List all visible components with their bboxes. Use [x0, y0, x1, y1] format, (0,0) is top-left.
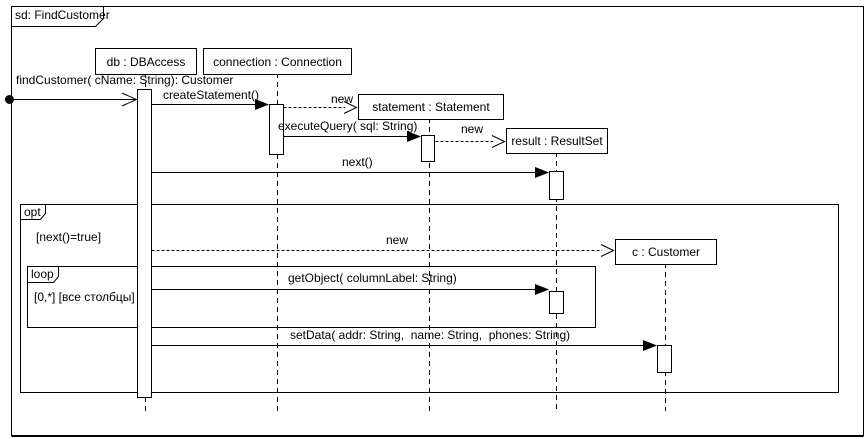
- arrow-new-statement: [283, 101, 358, 114]
- frame-title: sd: FindCustomer: [15, 8, 110, 22]
- lifeline-label-statement: statement : Statement: [372, 100, 490, 114]
- filled-arrowhead: [535, 284, 549, 295]
- loop-operator-label: loop: [31, 267, 54, 281]
- lifeline-head-result: result : ResultSet: [506, 128, 608, 154]
- filled-arrowhead: [535, 167, 549, 178]
- message-label-set-data: setData( addr: String, name: String, pho…: [290, 328, 571, 342]
- loop-fragment-border: [27, 266, 596, 328]
- lifeline-head-connection: connection : Connection: [203, 48, 352, 75]
- activation-db: [137, 89, 152, 398]
- filled-arrowhead: [255, 99, 269, 110]
- opt-operator-tab: [20, 204, 46, 220]
- activation-statement: [421, 135, 435, 162]
- activation-result-1: [549, 171, 564, 200]
- opt-operator-label: opt: [24, 205, 41, 219]
- filled-arrowhead: [407, 131, 421, 142]
- arrow-create-statement: [151, 99, 269, 110]
- activation-connection: [269, 104, 284, 155]
- arrow-new-result: [435, 135, 506, 148]
- activation-c: [657, 345, 672, 373]
- open-arrowhead: [121, 92, 138, 107]
- message-label-get-object: getObject( columnLabel: String): [288, 271, 457, 285]
- filled-arrowhead: [643, 340, 657, 351]
- arrow-next: [151, 167, 549, 178]
- lifeline-label-result: result : ResultSet: [511, 134, 603, 148]
- lifeline-head-c: c : Customer: [615, 239, 717, 265]
- message-label-next: next(): [342, 155, 373, 169]
- arrow-execute-query: [283, 131, 421, 142]
- opt-fragment-border: [20, 204, 839, 393]
- lifeline-label-db: db : DBAccess: [106, 54, 186, 69]
- lifeline-label-c: c : Customer: [631, 245, 700, 259]
- message-label-execute-query: executeQuery( sql: String): [278, 119, 418, 133]
- open-arrowhead: [600, 244, 615, 257]
- sd-frame-tab: [11, 6, 104, 27]
- activation-result-2: [549, 291, 564, 314]
- lifeline-label-connection: connection : Connection: [213, 54, 342, 69]
- lifeline-head-statement: statement : Statement: [358, 94, 504, 120]
- message-arrows: [5, 92, 657, 351]
- activations: [137, 89, 672, 398]
- loop-guard: [0,*] [все столбцы]: [34, 290, 135, 304]
- lifeline-head-db: db : DBAccess: [95, 48, 197, 75]
- arrow-get-object: [151, 284, 549, 295]
- loop-operator-tab: [27, 266, 59, 283]
- open-arrowhead: [343, 101, 358, 114]
- arrow-set-data: [151, 340, 657, 351]
- message-label-find-customer: findCustomer( cName: String): Customer: [16, 73, 234, 87]
- message-label-new-statement: new: [331, 92, 354, 106]
- arrow-new-customer: [151, 244, 615, 257]
- open-arrowhead: [491, 135, 506, 148]
- opt-guard: [next()=true]: [36, 230, 102, 244]
- arrow-find-customer: [5, 92, 138, 107]
- message-label-create-statement: createStatement(): [163, 88, 260, 102]
- message-label-new-customer: new: [386, 233, 409, 247]
- message-label-new-result: new: [461, 122, 484, 136]
